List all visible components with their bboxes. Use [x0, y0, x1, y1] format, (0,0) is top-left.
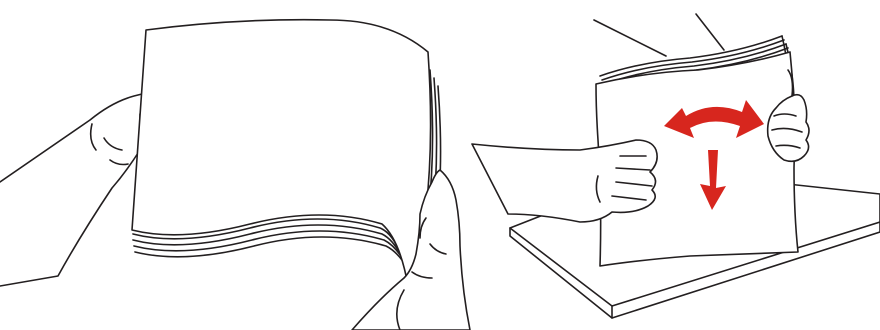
left-hand-flex — [472, 140, 657, 222]
paper-stack — [132, 20, 441, 296]
tray-guide-lines — [594, 14, 724, 56]
panel-flex-stack — [472, 14, 880, 318]
panel-fan-stack — [0, 20, 470, 330]
